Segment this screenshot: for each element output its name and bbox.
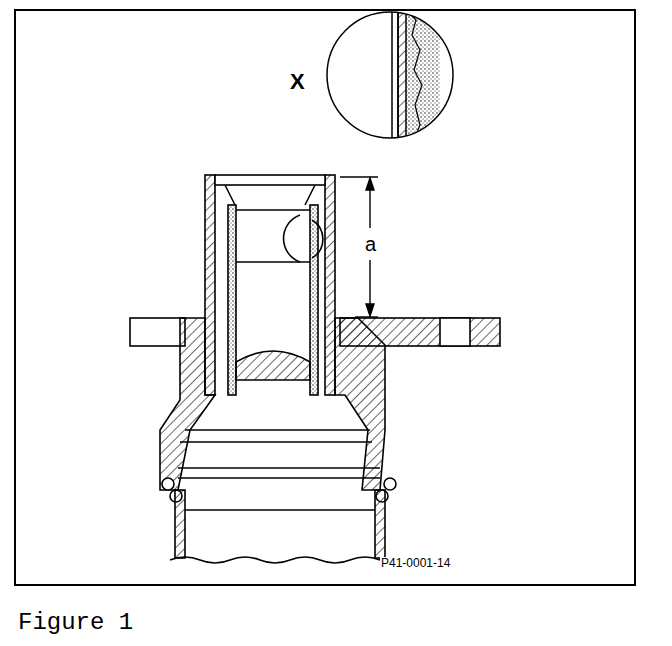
dimension-line <box>340 177 378 317</box>
figure-code: P41-0001-14 <box>380 557 451 570</box>
detail-label: X <box>289 70 306 94</box>
detail-view <box>327 0 453 160</box>
sleeve <box>205 175 335 395</box>
figure-caption: Figure 1 <box>18 610 133 636</box>
frame <box>15 10 635 585</box>
dimension-label: a <box>364 233 377 255</box>
